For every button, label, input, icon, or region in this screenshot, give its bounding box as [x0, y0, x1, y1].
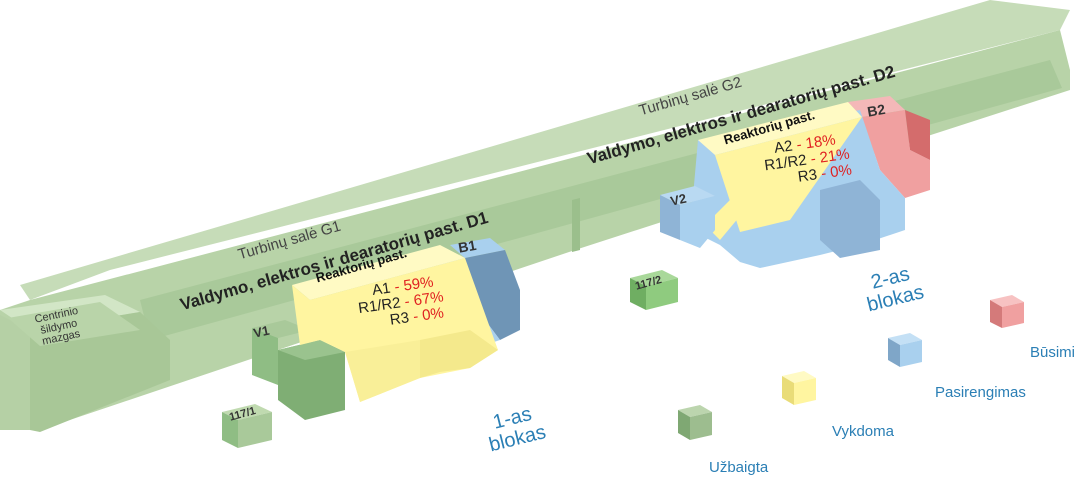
p117-1-front	[222, 412, 238, 448]
reactor1-row-name: R3	[388, 308, 411, 329]
legend-future-label: Būsimi	[1030, 344, 1076, 361]
v1-top	[252, 320, 310, 338]
legend-cube-ongoing	[782, 371, 816, 405]
p117-2-front	[630, 278, 646, 310]
legend-cube-done	[678, 405, 712, 440]
reactor2-yellow	[715, 117, 862, 232]
legend-prep-label: Pasirengimas	[935, 384, 1026, 401]
v1-block-low	[278, 340, 345, 420]
v2-top	[660, 186, 715, 205]
reactor1-row-value: 0%	[421, 303, 445, 324]
turbine-hall-top	[20, 0, 1070, 300]
p117-2-face	[646, 278, 678, 310]
b1-front	[465, 250, 520, 340]
v1-block-low-top	[278, 340, 345, 360]
b1-label: B1	[457, 236, 478, 256]
turbine-hall-divider	[572, 198, 580, 252]
p117-2-top	[630, 270, 678, 286]
reactor1-top	[292, 245, 465, 300]
reactor2-row-value: 0%	[829, 160, 853, 181]
v2-face	[680, 196, 715, 248]
heating-block-inner	[8, 302, 140, 346]
reactor2-row-name: R3	[796, 165, 819, 186]
legend-cube-prep	[888, 333, 922, 367]
heating-block-front	[0, 315, 30, 430]
reactor2-dark	[820, 180, 880, 258]
p117-1-top	[222, 404, 272, 420]
legend-cube-future	[990, 295, 1024, 328]
reactor1-step	[345, 340, 420, 402]
b1-top	[450, 238, 505, 258]
b2-side	[905, 110, 930, 160]
reactor2-top	[698, 102, 862, 155]
p117-1-face	[238, 412, 272, 448]
b2-face	[862, 110, 930, 198]
reactor1-stairs	[420, 330, 498, 378]
legend-done-label: Užbaigta	[709, 459, 769, 476]
b2-label: B2	[866, 100, 887, 120]
v1-front	[252, 328, 278, 385]
v2-front	[660, 195, 680, 240]
legend-ongoing-label: Vykdoma	[832, 423, 894, 440]
b2-top	[848, 96, 905, 117]
